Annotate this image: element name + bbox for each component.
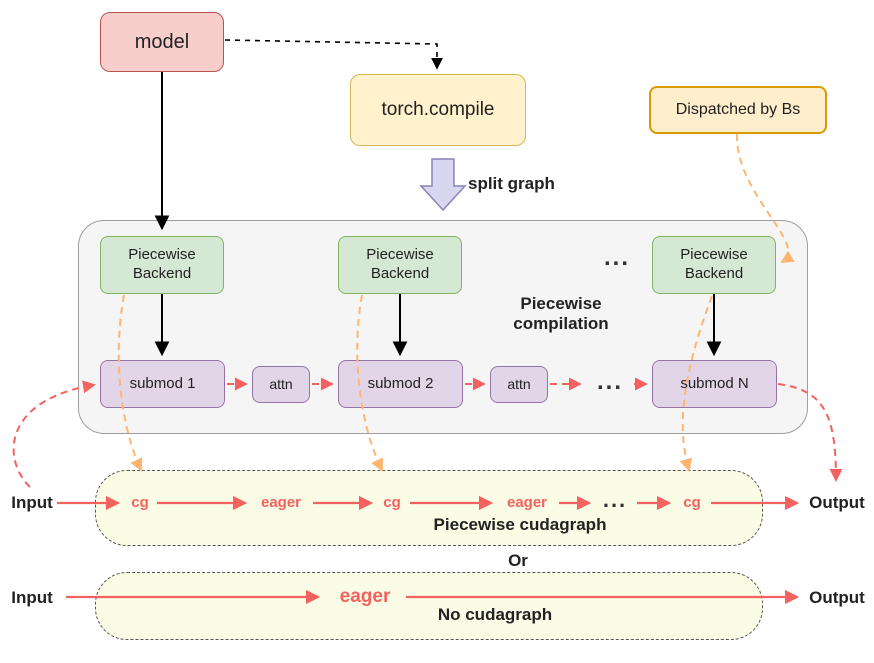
submod-1-node: submod 1 <box>100 360 225 408</box>
piecewise-cudagraph-label: Piecewise cudagraph <box>433 515 607 534</box>
piecewise-backend-2: Piecewise Backend <box>338 236 462 294</box>
cg-node-3: cg <box>683 494 701 511</box>
attn-2-node: attn <box>490 366 548 403</box>
piecewise-compilation-label: Piecewise compilation <box>513 294 609 334</box>
model-node: model <box>100 12 224 72</box>
torch-compile-node: torch.compile <box>350 74 526 146</box>
piecewise-backend-1: Piecewise Backend <box>100 236 224 294</box>
cudagraph-ellipsis: ... <box>602 487 628 512</box>
edge-model-torchcompile <box>224 39 443 70</box>
output-label-1: Output <box>809 493 865 512</box>
no-cudagraph-label: No cudagraph <box>437 605 553 624</box>
piecewise-cudagraph-container <box>95 470 763 546</box>
piecewise-backend-n: Piecewise Backend <box>652 236 776 294</box>
eager-node-big: eager <box>339 586 391 607</box>
no-cudagraph-container <box>95 572 763 640</box>
dispatched-by-node: Dispatched by Bs <box>649 86 827 134</box>
submod-2-node: submod 2 <box>338 360 463 408</box>
cg-node-1: cg <box>131 494 149 511</box>
input-label-1: Input <box>11 493 53 512</box>
split-graph-arrow <box>419 158 467 212</box>
cg-node-2: cg <box>383 494 401 511</box>
output-label-2: Output <box>809 588 865 607</box>
submods-ellipsis: ... <box>596 368 623 395</box>
attn-1-node: attn <box>252 366 310 403</box>
split-graph-label: split graph <box>468 174 555 193</box>
submod-n-node: submod N <box>652 360 777 408</box>
eager-node-2: eager <box>506 494 548 511</box>
backends-ellipsis: ... <box>603 244 630 271</box>
input-label-2: Input <box>11 588 53 607</box>
or-label: Or <box>508 551 528 570</box>
eager-node-1: eager <box>260 494 302 511</box>
